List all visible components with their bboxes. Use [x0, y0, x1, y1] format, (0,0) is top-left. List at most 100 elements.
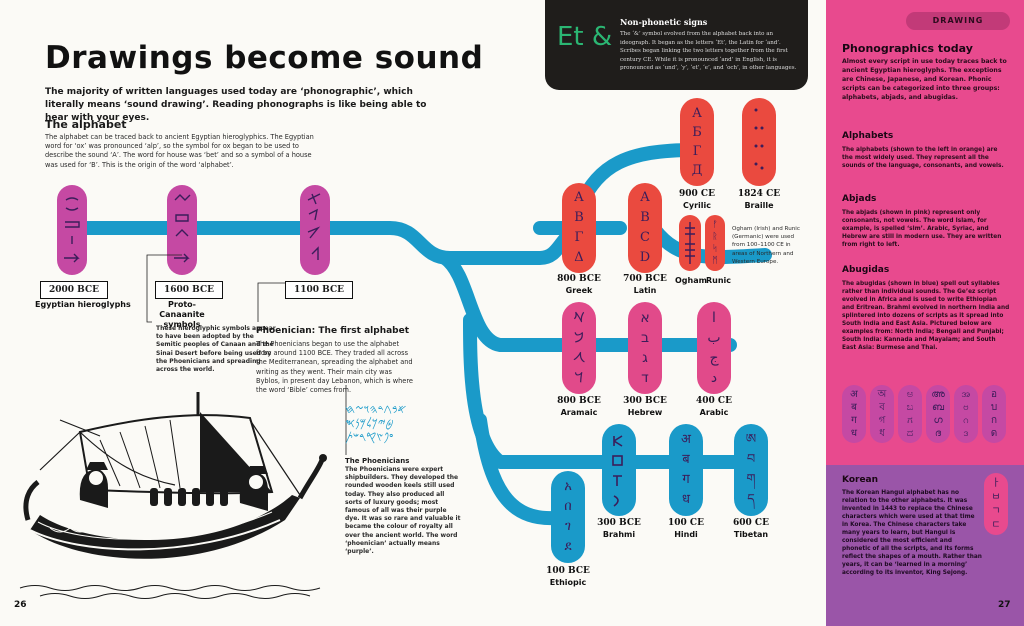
glyph: ब [682, 452, 690, 467]
glyph: А [692, 106, 702, 121]
leader-lines [146, 254, 347, 455]
glyph: อ [990, 389, 997, 400]
glyph: ก [990, 415, 998, 426]
aramaic-pill [562, 302, 596, 394]
glyph: ಗ [907, 415, 913, 426]
glyph: ج [709, 350, 719, 366]
cyrillic-name: Cyrilic [683, 201, 711, 210]
glyph: Α [574, 190, 584, 205]
brahmi-pill [602, 424, 636, 516]
glyph: ב [640, 330, 650, 346]
alphabet-heading: The alphabet [45, 118, 127, 131]
arabic-date: 400 CE [696, 396, 732, 406]
glyph: ബ [931, 402, 945, 413]
runic-pill [705, 215, 725, 271]
glyph: अ [850, 389, 858, 400]
protocanaanite-glyphs [174, 194, 191, 263]
sidebar-intro: Almost every script in use today traces … [842, 58, 1007, 101]
phoenician-sample: 𐤀𐤁𐤂𐤃𐤄𐤅𐤆𐤇 𐤈𐤉𐤊𐤋𐤌𐤍𐤎 𐤏𐤐𐤑𐤒𐤓𐤔𐤕 [345, 402, 406, 444]
page-number-left: 26 [14, 600, 27, 610]
hebrew-pill [628, 302, 662, 394]
nonphonetic-heading: Non-phonetic signs [620, 17, 708, 27]
glyph: ग [851, 415, 857, 426]
arabic-pill [697, 302, 731, 394]
glyph: ㅂ [991, 492, 1001, 503]
hindi-date: 100 CE [668, 518, 704, 528]
glyph: अ [681, 432, 691, 447]
glyph: א [640, 310, 650, 326]
abugidas-text: The abugidas (shown in blue) spell out s… [842, 281, 1010, 351]
glyph: ब [851, 402, 857, 413]
ethiopic-name: Ethiopic [549, 578, 587, 587]
glyph: ဒ [963, 428, 969, 439]
glyph: Β [574, 210, 584, 225]
glyph: Б [692, 125, 702, 140]
glyph: د [710, 370, 718, 386]
brahmi-glyphs [612, 435, 623, 507]
phoenician-sample-line: 𐤏𐤐𐤑𐤒𐤓𐤔𐤕 [345, 430, 394, 444]
glyph: ㄱ [991, 506, 1001, 517]
hebrew-name: Hebrew [627, 408, 663, 417]
glyph: ب [707, 330, 721, 346]
glyph: Γ [574, 230, 584, 245]
glyph: গ [878, 415, 886, 426]
hebrew-date: 300 BCE [623, 396, 667, 406]
glyph: 𐡁 [573, 330, 585, 346]
sidebar-heading: Phonographics today [842, 42, 973, 55]
glyph: 𐡂 [573, 350, 585, 366]
glyph: 𐡃 [574, 370, 584, 386]
page-title: Drawings become sound [45, 40, 484, 76]
glyph: ㄷ [991, 520, 1001, 531]
glyph: ध [682, 492, 690, 507]
ogham-name: Ogham [675, 276, 707, 285]
greek-name: Greek [565, 286, 593, 295]
glyph: ᚱ [712, 232, 718, 242]
glyph: ㅏ [991, 478, 1001, 489]
egyptian-name: Egyptian hieroglyphs [35, 300, 131, 309]
ethiopic-pill [551, 471, 585, 563]
braille-date: 1824 CE [737, 189, 781, 199]
glyph: ག [746, 472, 756, 487]
phoenician-heading: Phoenician: The first alphabet [256, 326, 410, 336]
page-number-right: 27 [998, 600, 1011, 610]
glyph: ദ [934, 428, 942, 439]
brahmi-date: 300 BCE [597, 518, 641, 528]
abugidas-heading: Abugidas [842, 265, 890, 275]
hindi-pill [669, 424, 703, 516]
korean-box: Korean The Korean Hangul alphabet has no… [826, 465, 1024, 626]
glyph: D [639, 250, 651, 265]
glyph: ᚠ [712, 220, 718, 230]
brahmi-path [463, 313, 767, 469]
sidebar: DRAWING Phonographics today Almost every… [826, 0, 1024, 465]
latin-date: 700 BCE [623, 274, 667, 284]
phoenician-sample-line: 𐤈𐤉𐤊𐤋𐤌𐤍𐤎 [345, 416, 394, 430]
aramaic-date: 800 BCE [557, 396, 601, 406]
tibetan-date: 600 CE [733, 518, 769, 528]
glyph: བ [746, 452, 756, 467]
glyph: A [640, 190, 650, 205]
tibetan-pill [734, 424, 768, 516]
glyph: അ [931, 389, 945, 400]
glyph: ད [747, 492, 755, 507]
glyph: ד [641, 370, 649, 386]
glyph: ದ [906, 428, 914, 439]
glyph: ገ [565, 519, 571, 534]
glyph: ด [990, 428, 998, 439]
nonphonetic-text: The ‘&’ symbol evolved from the alphabet… [620, 31, 797, 71]
braille-pill [742, 98, 776, 186]
korean-text: The Korean Hangul alphabet has no relati… [842, 490, 982, 576]
glyph: অ [877, 389, 887, 400]
ogham-marks [685, 222, 695, 264]
phoenician-date: 1100 BCE [285, 281, 353, 299]
